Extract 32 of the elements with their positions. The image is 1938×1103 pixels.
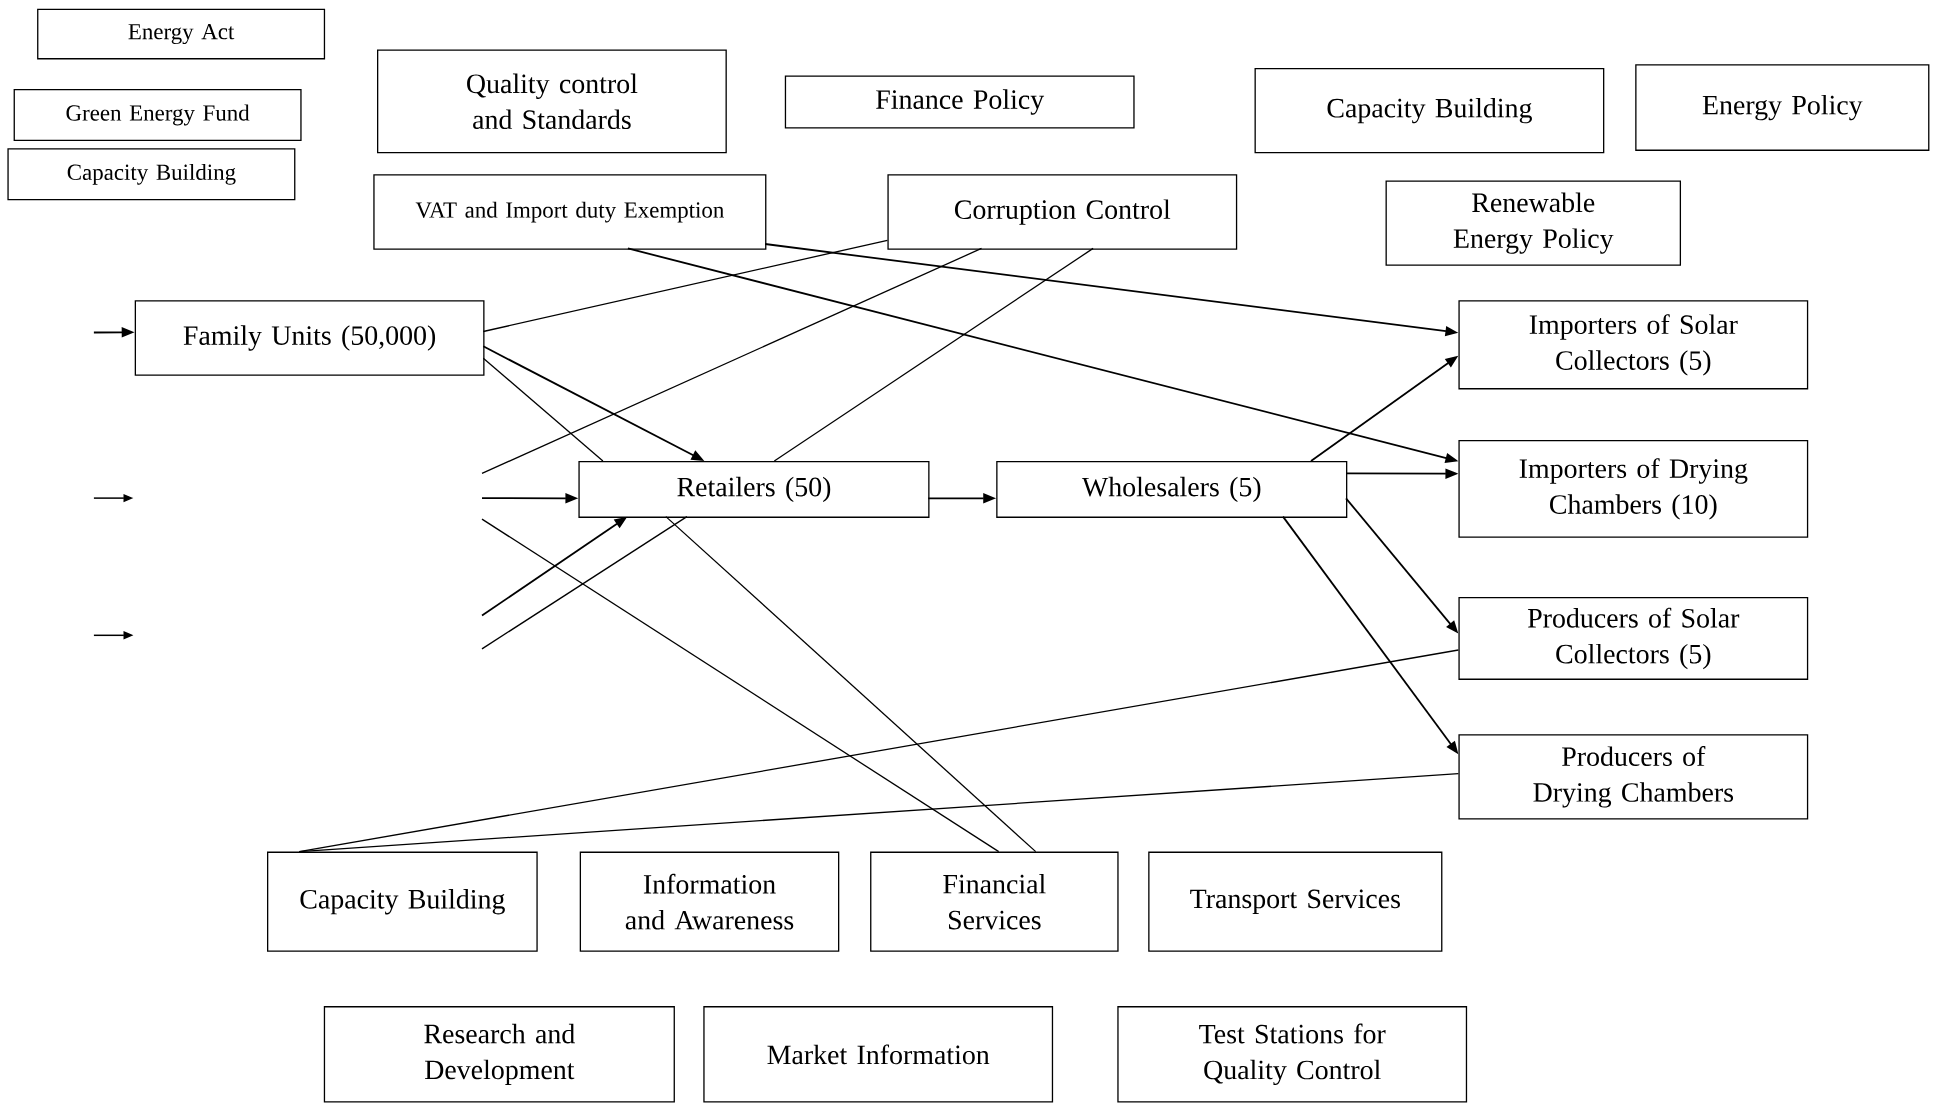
text-box: Finance Policy [784, 75, 1135, 129]
text-box: Market Information [703, 1006, 1054, 1103]
text-box: Information and Awareness [579, 851, 840, 952]
connector-line [773, 247, 1094, 462]
text-box: Renewable Energy Policy [1385, 180, 1681, 266]
text-box: Corruption Control [887, 174, 1238, 250]
connector-line [298, 773, 1460, 853]
text-box: Wholesalers (5) [996, 461, 1348, 518]
text-box: Producers of Solar Collectors (5) [1458, 597, 1809, 680]
text-box: Energy Policy [1635, 64, 1930, 151]
text-box: Producers of Drying Chambers [1458, 734, 1809, 820]
text-box: Green Energy Fund [13, 89, 302, 141]
connector-line [481, 247, 983, 475]
text-box: VAT and Import duty Exemption [373, 174, 767, 250]
text-box: Capacity Building [7, 148, 296, 201]
text-box: Importers of Drying Chambers (10) [1458, 440, 1809, 538]
text-box: Quality control and Standards [377, 49, 727, 154]
connector-line [482, 357, 604, 462]
text-box: Test Stations for Quality Control [1117, 1006, 1468, 1103]
connector-line [482, 239, 889, 333]
connector-line [665, 515, 1037, 853]
text-box: Retailers (50) [578, 461, 930, 518]
connector-line [481, 515, 688, 650]
text-box: Capacity Building [267, 851, 538, 952]
text-box: Family Units (50,000) [134, 300, 485, 376]
text-box: Financial Services [870, 851, 1119, 952]
text-box: Energy Act [37, 8, 326, 60]
text-box: Research and Development [323, 1006, 675, 1103]
text-box: Capacity Building [1254, 68, 1605, 154]
connector-line [481, 518, 1000, 853]
text-box: Importers of Solar Collectors (5) [1458, 300, 1809, 390]
text-box: Transport Services [1148, 851, 1443, 952]
